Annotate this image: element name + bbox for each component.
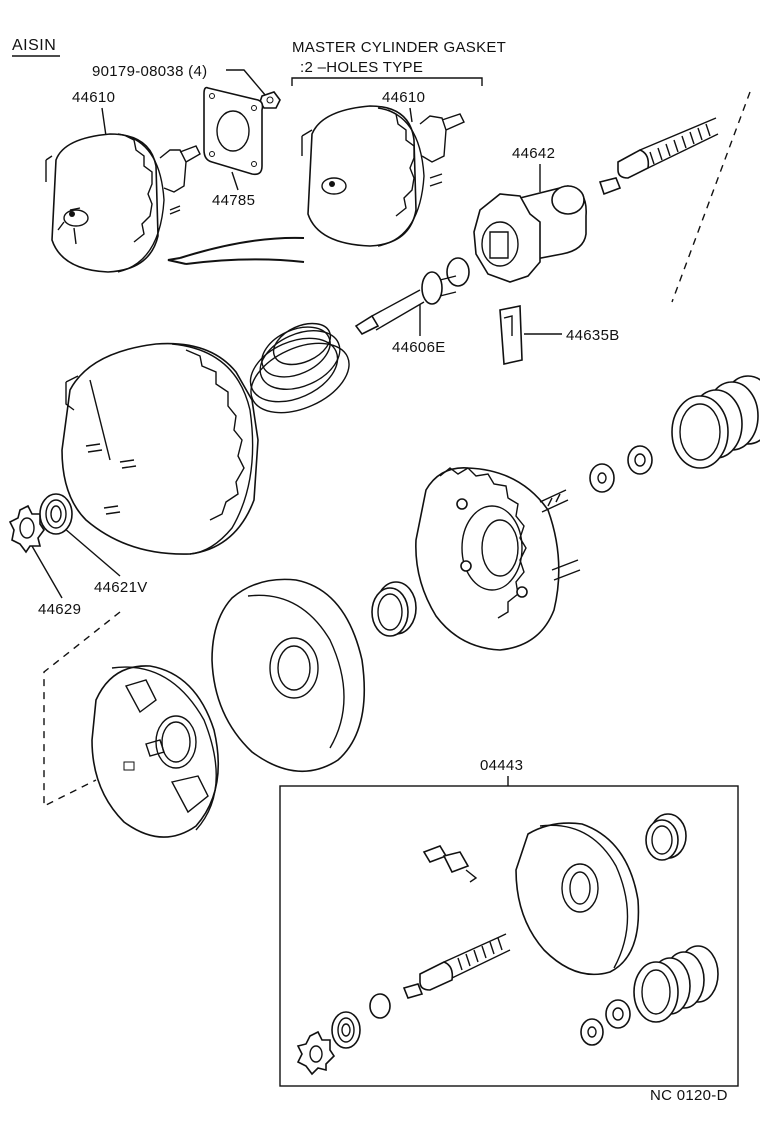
leader-booster-left [101,107,107,137]
push-rod [354,271,457,336]
label-key: 44635B [566,327,620,344]
boot-bellows [671,375,760,469]
valve-cup [371,581,417,637]
kit-valve-cup [645,813,687,861]
label-booster-left: 44610 [72,89,115,106]
leader-booster-right [409,107,413,123]
leader-retainer [31,545,63,599]
seal-ring [39,493,73,535]
title-line-1: MASTER CYLINDER GASKET [292,39,506,56]
valve-body [473,185,587,283]
brake-booster-assembly-left [45,133,201,273]
title-bracket [291,77,483,86]
reaction-disc [446,257,470,287]
booster-piston [91,665,220,838]
kit-washer-1 [605,999,631,1029]
small-washer-2 [589,463,615,493]
diaphragm [211,578,365,772]
diaphragm-return-spring [249,322,350,414]
kit-valve-plunger [402,933,511,999]
kit-04443-box [279,785,739,1087]
rear-shell [415,467,581,651]
leader-bolt [226,69,267,97]
label-seal: 44621V [94,579,148,596]
valve-key [499,305,523,365]
kit-seal-ring [331,1011,361,1049]
label-push-rod: 44606E [392,339,446,356]
label-retainer: 44629 [38,601,81,618]
label-bolt: 90179-08038 (4) [92,63,207,80]
label-kit: 04443 [480,757,523,774]
kit-retainer-plate [296,1030,336,1076]
kit-diaphragm [515,822,640,976]
label-gasket: 44785 [212,192,255,209]
label-booster-right: 44610 [382,89,425,106]
front-shell [61,342,259,555]
label-valve-body: 44642 [512,145,555,162]
dashed-guide-right-top [671,91,751,303]
leader-seal [63,527,121,577]
kit-reaction-disc [369,993,391,1019]
small-washer-1 [627,445,653,475]
title-line-2: :2 –HOLES TYPE [300,59,423,76]
kit-boot-bellows [633,945,719,1023]
kit-washer-2 [580,1018,604,1046]
leader-gasket [231,171,239,191]
assembly-direction-arrow [167,236,305,265]
retainer-plate [8,504,45,554]
valve-plunger [598,117,719,196]
brand-label: AISIN [12,37,56,54]
footer-code: NC 0120-D [650,1087,728,1104]
brake-booster-assembly-right [301,105,465,247]
master-cylinder-gasket [203,86,264,176]
kit-check-valve [422,845,478,883]
